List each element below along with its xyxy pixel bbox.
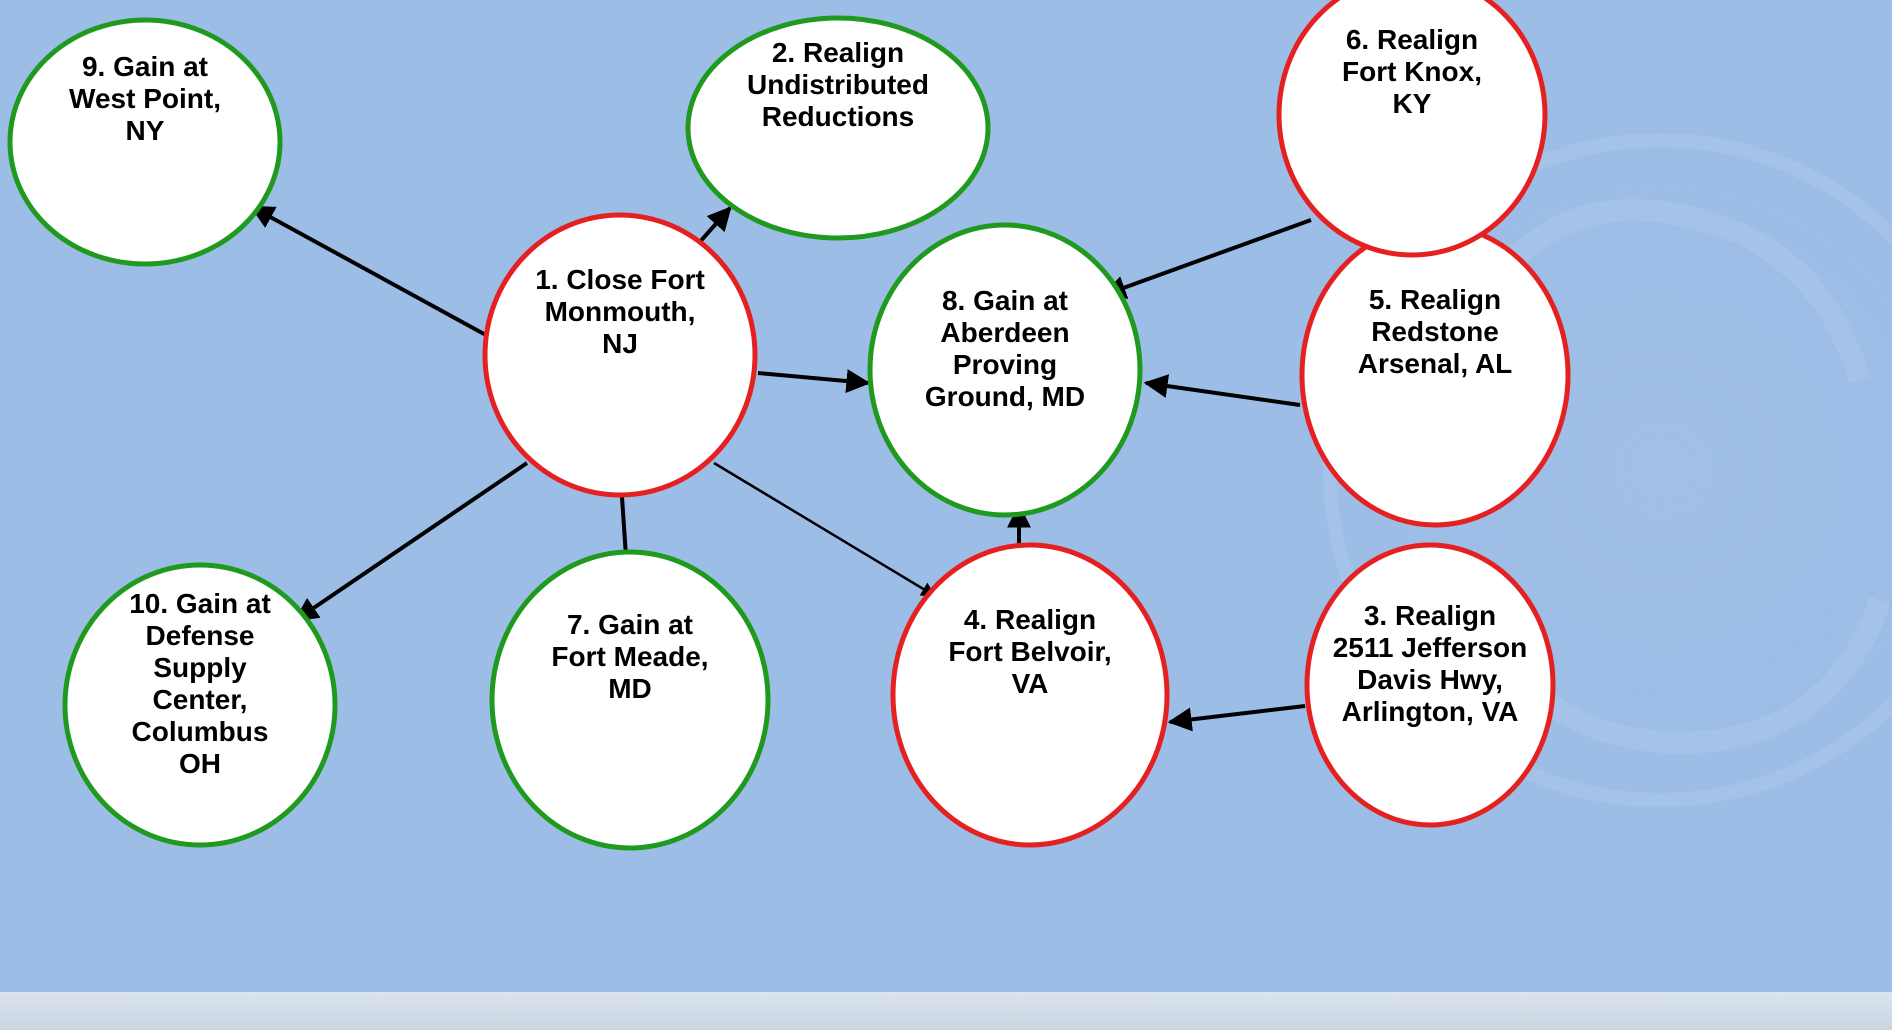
node-label-line: 2511 Jefferson — [1333, 632, 1528, 663]
node-label-line: Undistributed — [747, 69, 929, 100]
node-label-line: Fort Knox, — [1342, 56, 1482, 87]
node-label-line: Columbus — [132, 716, 269, 747]
node-label-line: Fort Belvoir, — [948, 636, 1111, 667]
node-label-line: 7. Gain at — [567, 609, 693, 640]
node-circle-n1 — [482, 212, 758, 498]
arrow-n1-n4 — [713, 461, 937, 598]
node-label-line: 6. Realign — [1346, 24, 1478, 55]
node-label-line: VA — [1012, 668, 1049, 699]
arrow-n1-n10 — [294, 461, 529, 622]
node-label-line: 8. Gain at — [942, 285, 1068, 316]
node-label-line: 5. Realign — [1369, 284, 1501, 315]
node-label-line: Arsenal, AL — [1358, 348, 1513, 379]
node-circle-n6 — [1276, 0, 1548, 258]
node-label-line: OH — [179, 748, 221, 779]
node-label-line: Arlington, VA — [1342, 696, 1519, 727]
edges-layer — [249, 205, 1312, 732]
node-label-line: 4. Realign — [964, 604, 1096, 635]
arrow-n3-n4 — [1167, 704, 1306, 732]
node-label-line: Redstone — [1371, 316, 1499, 347]
node-label-line: 3. Realign — [1364, 600, 1496, 631]
arrow-n6-n8 — [1101, 218, 1312, 299]
node-label-line: Fort Meade, — [551, 641, 708, 672]
node-label-line: KY — [1393, 88, 1432, 119]
node-label-line: 1. Close Fort — [535, 264, 705, 295]
node-circle-n10 — [62, 562, 338, 848]
node-label-line: Aberdeen — [940, 317, 1069, 348]
arrow-n1-n9 — [249, 205, 496, 342]
node-circle-n4 — [890, 542, 1170, 848]
node-circle-n3 — [1304, 542, 1556, 828]
node-label-line: Supply — [153, 652, 247, 683]
arrow-n1-n8 — [757, 369, 871, 393]
node-circle-n7 — [489, 549, 771, 851]
node-circle-n8 — [867, 222, 1143, 518]
node-label-line: Proving — [953, 349, 1057, 380]
node-label-line: Ground, MD — [925, 381, 1085, 412]
footer-bar — [0, 992, 1892, 1030]
node-label-line: Defense — [146, 620, 255, 651]
node-circle-n9 — [7, 17, 283, 267]
node-circle-n2 — [685, 15, 991, 241]
node-label-line: 9. Gain at — [82, 51, 208, 82]
node-label-line: NY — [126, 115, 165, 146]
node-label-line: Monmouth, — [545, 296, 696, 327]
node-label-line: 10. Gain at — [129, 588, 271, 619]
node-label-line: Center, — [153, 684, 248, 715]
node-label-line: West Point, — [69, 83, 221, 114]
node-label-line: NJ — [602, 328, 638, 359]
node-label-line: MD — [608, 673, 652, 704]
node-label-line: 2. Realign — [772, 37, 904, 68]
node-label-line: Davis Hwy, — [1357, 664, 1503, 695]
arrow-n5-n8 — [1143, 374, 1301, 407]
node-label-line: Reductions — [762, 101, 914, 132]
